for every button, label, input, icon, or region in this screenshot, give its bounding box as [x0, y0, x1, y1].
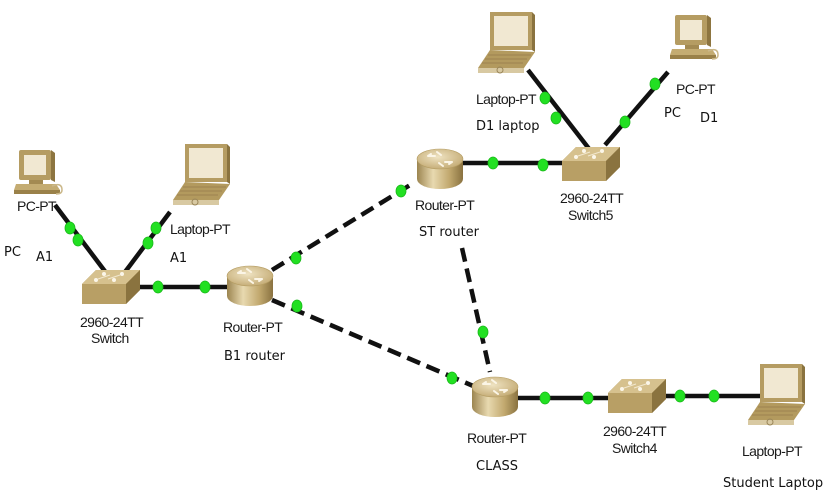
pc-type-label: PC — [664, 106, 681, 121]
pc-icon — [13, 149, 63, 195]
port-light — [199, 280, 211, 294]
device-switch5[interactable]: 2960-24TT Switch5 — [560, 146, 625, 223]
device-name-label: A1 — [170, 251, 187, 266]
model-label: Laptop-PT — [170, 221, 231, 237]
port-light — [708, 389, 720, 403]
model-label: Laptop-PT — [742, 443, 803, 459]
device-name-label: ST router — [419, 225, 480, 240]
model-label: PC-PT — [17, 198, 57, 214]
device-class-router[interactable]: Router-PT CLASS — [467, 376, 528, 474]
laptop-icon — [172, 143, 231, 206]
model-label: 2960-24TT — [603, 423, 667, 439]
link-st-class-router[interactable] — [459, 247, 493, 373]
port-light — [487, 156, 499, 170]
port-light — [619, 115, 631, 129]
links-layer — [53, 68, 760, 401]
pc-type-label: PC — [4, 245, 21, 260]
switch-icon — [561, 146, 621, 182]
port-light — [72, 233, 84, 247]
device-pc-d1[interactable]: PC-PT PC D1 — [664, 14, 719, 126]
port-light — [550, 111, 562, 125]
device-b1-router[interactable]: Router-PT B1 router — [223, 265, 286, 364]
router-icon — [471, 376, 519, 418]
port-light — [539, 91, 551, 105]
port-light — [290, 251, 302, 265]
device-name-label: D1 laptop — [476, 119, 540, 134]
router-icon — [226, 265, 274, 307]
model-label: Router-PT — [467, 430, 527, 446]
model-label: Router-PT — [223, 319, 283, 335]
port-light — [649, 77, 661, 91]
device-laptop-d1[interactable]: Laptop-PT D1 laptop — [476, 11, 540, 134]
device-name-label: Switch — [91, 330, 129, 346]
device-laptop-a1[interactable]: Laptop-PT A1 — [170, 143, 232, 266]
port-light — [537, 158, 549, 172]
device-name-label: Switch5 — [568, 207, 614, 223]
device-name-label: B1 router — [224, 349, 286, 364]
model-label: Laptop-PT — [476, 91, 537, 107]
device-name-label: D1 — [700, 111, 718, 126]
port-light — [64, 221, 76, 235]
switch-icon — [81, 269, 141, 305]
device-switch[interactable]: 2960-24TT Switch — [80, 269, 145, 346]
model-label: Router-PT — [415, 197, 475, 213]
switch-icon — [607, 378, 667, 414]
router-icon — [416, 148, 464, 190]
port-light — [150, 221, 162, 235]
link-b1-class-router[interactable] — [271, 297, 479, 391]
device-student-laptop[interactable]: Laptop-PT Student Laptop — [723, 363, 823, 491]
pc-icon — [669, 14, 719, 60]
port-lights-layer — [64, 77, 720, 405]
device-switch4[interactable]: 2960-24TT Switch4 — [603, 378, 668, 456]
device-st-router[interactable]: Router-PT ST router — [415, 148, 480, 240]
port-light — [152, 280, 164, 294]
device-pc-a1[interactable]: PC-PT PC A1 — [4, 149, 63, 265]
device-name-label: CLASS — [476, 459, 518, 474]
link-laptop-d1-switch5[interactable] — [526, 68, 592, 152]
model-label: PC-PT — [676, 81, 716, 97]
model-label: 2960-24TT — [560, 190, 624, 206]
port-light — [142, 236, 154, 250]
port-light — [446, 371, 458, 385]
port-light — [395, 184, 407, 198]
device-name-label: A1 — [36, 250, 53, 265]
device-name-label: Student Laptop — [723, 476, 823, 491]
port-light — [291, 299, 303, 313]
laptop-icon — [477, 11, 536, 74]
device-name-label: Switch4 — [612, 440, 658, 456]
model-label: 2960-24TT — [80, 314, 144, 330]
port-light — [674, 389, 686, 403]
port-light — [477, 325, 489, 339]
port-light — [539, 391, 551, 405]
port-light — [582, 391, 594, 405]
